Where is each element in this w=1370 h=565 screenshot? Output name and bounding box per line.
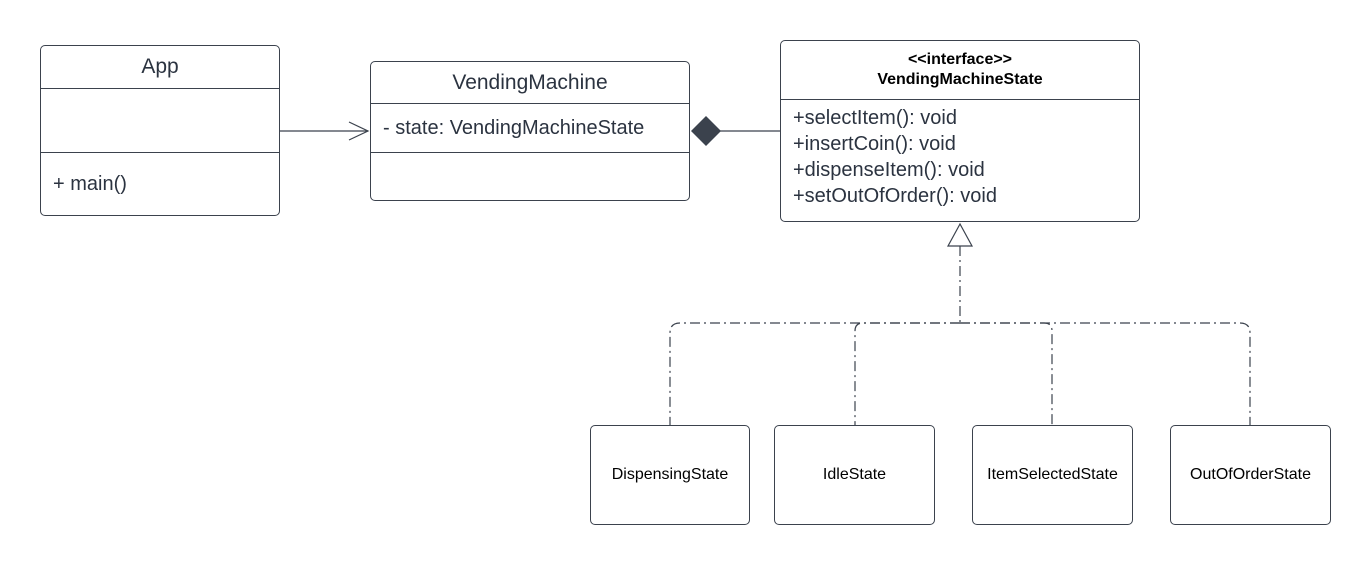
class-vending-machine-attributes: - state: VendingMachineState [371,104,689,153]
dispensing-state-name: DispensingState [611,466,729,483]
method-select-item: +selectItem(): void [793,107,957,129]
interface-header: <<interface>> VendingMachineState [781,41,1139,100]
class-item-selected-state[interactable]: ItemSelectedState [972,425,1133,525]
class-vending-machine-name: VendingMachine [371,62,689,104]
idle-state-name: IdleState [822,466,887,483]
realization-branch-item-selected [960,322,1053,425]
method-main: + main() [53,173,127,195]
realization-triangle [946,222,974,247]
class-vending-machine[interactable]: VendingMachine - state: VendingMachineSt… [370,61,690,201]
item-selected-state-name: ItemSelectedState [987,466,1118,483]
out-of-order-state-name: OutOfOrderState [1190,466,1311,483]
attribute-state: - state: VendingMachineState [383,117,645,139]
interface-name: VendingMachineState [877,71,1043,88]
class-app-methods: + main() [41,153,279,197]
class-idle-state[interactable]: IdleState [774,425,935,525]
class-app[interactable]: App + main() [40,45,280,216]
class-dispensing-state[interactable]: DispensingState [590,425,750,525]
realization-branch-left [669,322,960,425]
composition-diamond [691,116,721,146]
method-dispense-item: +dispenseItem(): void [793,159,985,181]
interface-methods: +selectItem(): void +insertCoin(): void … [781,100,1139,209]
class-app-name: App [41,46,279,89]
class-out-of-order-state[interactable]: OutOfOrderState [1170,425,1331,525]
method-insert-coin: +insertCoin(): void [793,133,956,155]
interface-stereotype: <<interface>> [907,51,1013,68]
method-set-out-of-order: +setOutOfOrder(): void [793,185,997,207]
interface-vending-machine-state[interactable]: <<interface>> VendingMachineState +selec… [780,40,1140,222]
realization-branch-right [960,322,1251,425]
realization-branch-idle [854,322,960,425]
class-app-attributes [41,89,279,153]
open-arrowhead [348,121,370,141]
